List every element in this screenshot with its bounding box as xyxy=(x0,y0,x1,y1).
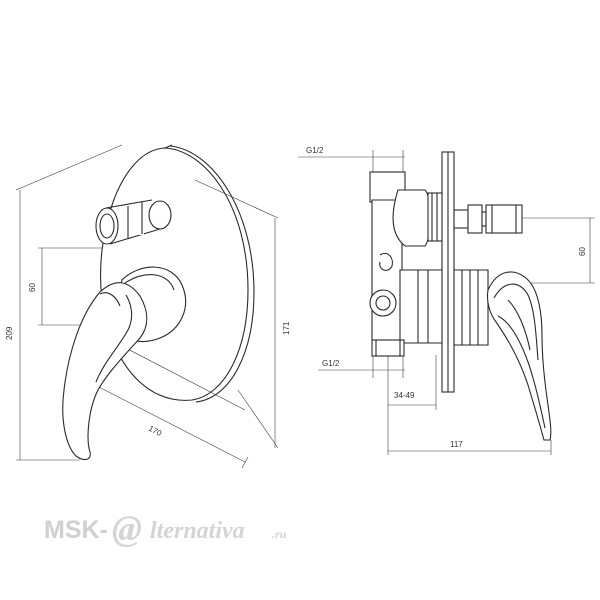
watermark-text-suffix: .ru xyxy=(272,527,287,541)
watermark-logo: MSK- @ lternativa .ru xyxy=(44,508,287,548)
dim-side-34-49: 34-49 xyxy=(394,391,415,400)
watermark-at-symbol: @ xyxy=(112,508,142,548)
diverter-knob xyxy=(95,199,172,245)
front-view: 209 60 171 170 xyxy=(5,144,291,469)
dim-front-60: 60 xyxy=(28,283,37,292)
watermark-text-left: MSK- xyxy=(44,516,108,544)
lever-handle xyxy=(62,266,187,461)
side-lever xyxy=(453,269,552,441)
side-view: G1/2 G1/2 60 34-49 117 xyxy=(298,146,595,455)
dim-side-g12-bottom: G1/2 xyxy=(322,359,340,368)
valve-body xyxy=(369,171,443,357)
dim-side-60: 60 xyxy=(578,247,587,256)
front-dimension-lines xyxy=(15,144,279,469)
escutcheon-plate xyxy=(100,144,255,403)
dim-side-117: 117 xyxy=(450,440,463,449)
dim-front-171: 171 xyxy=(282,321,291,335)
watermark-text-right: lternativa xyxy=(150,518,245,544)
wall-plate-profile xyxy=(441,151,455,393)
dim-front-170: 170 xyxy=(147,424,163,438)
dim-front-209: 209 xyxy=(5,326,14,340)
dim-side-g12-top: G1/2 xyxy=(306,146,324,155)
diverter-stem xyxy=(453,204,523,234)
